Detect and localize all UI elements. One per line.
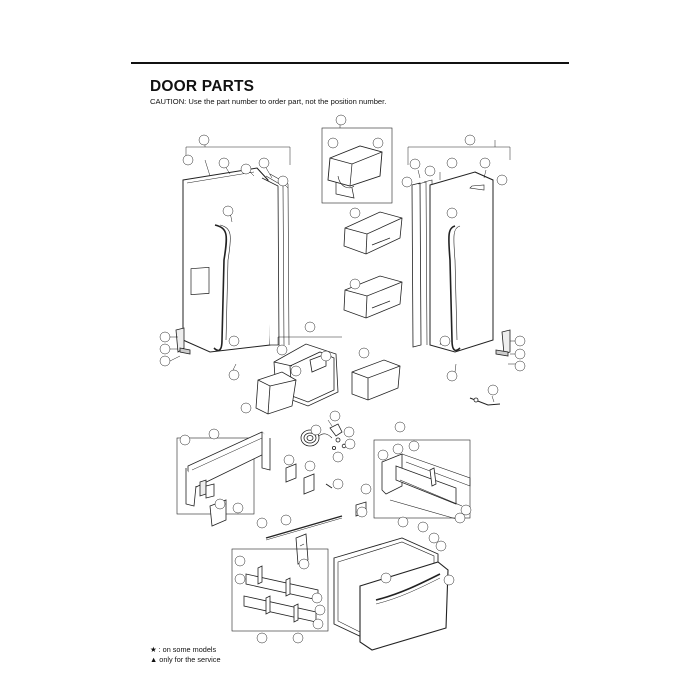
right-hinge: [495, 329, 518, 365]
callout-markers: [159, 114, 526, 644]
legend-text: only for the service: [159, 655, 221, 664]
door-bins-center: [343, 211, 403, 401]
legend-symbol: ▲: [150, 655, 158, 664]
legend-text: : on some models: [158, 645, 217, 654]
legend: ★ : on some models ▲ only for the servic…: [150, 645, 221, 665]
drawer-rail-box: [231, 548, 329, 632]
lower-rail-box: [373, 439, 471, 521]
left-hinge: [169, 327, 191, 362]
freezer-drawer: [333, 537, 449, 651]
legend-item-some-models: ★ : on some models: [150, 645, 221, 655]
top-door-bin-box: [321, 122, 393, 204]
bracket-tool: [469, 395, 501, 406]
header-rule: [131, 62, 569, 64]
legend-symbol: ★: [150, 645, 157, 654]
door-bins-left: [255, 336, 342, 415]
wiring-harness: [300, 419, 347, 450]
lower-frame-box: [176, 431, 343, 541]
caution-text: CAUTION: Use the part number to order pa…: [150, 97, 387, 106]
page-title: DOOR PARTS: [150, 78, 255, 95]
legend-item-service-only: ▲ only for the service: [150, 655, 221, 665]
right-door-assembly: [407, 140, 511, 373]
